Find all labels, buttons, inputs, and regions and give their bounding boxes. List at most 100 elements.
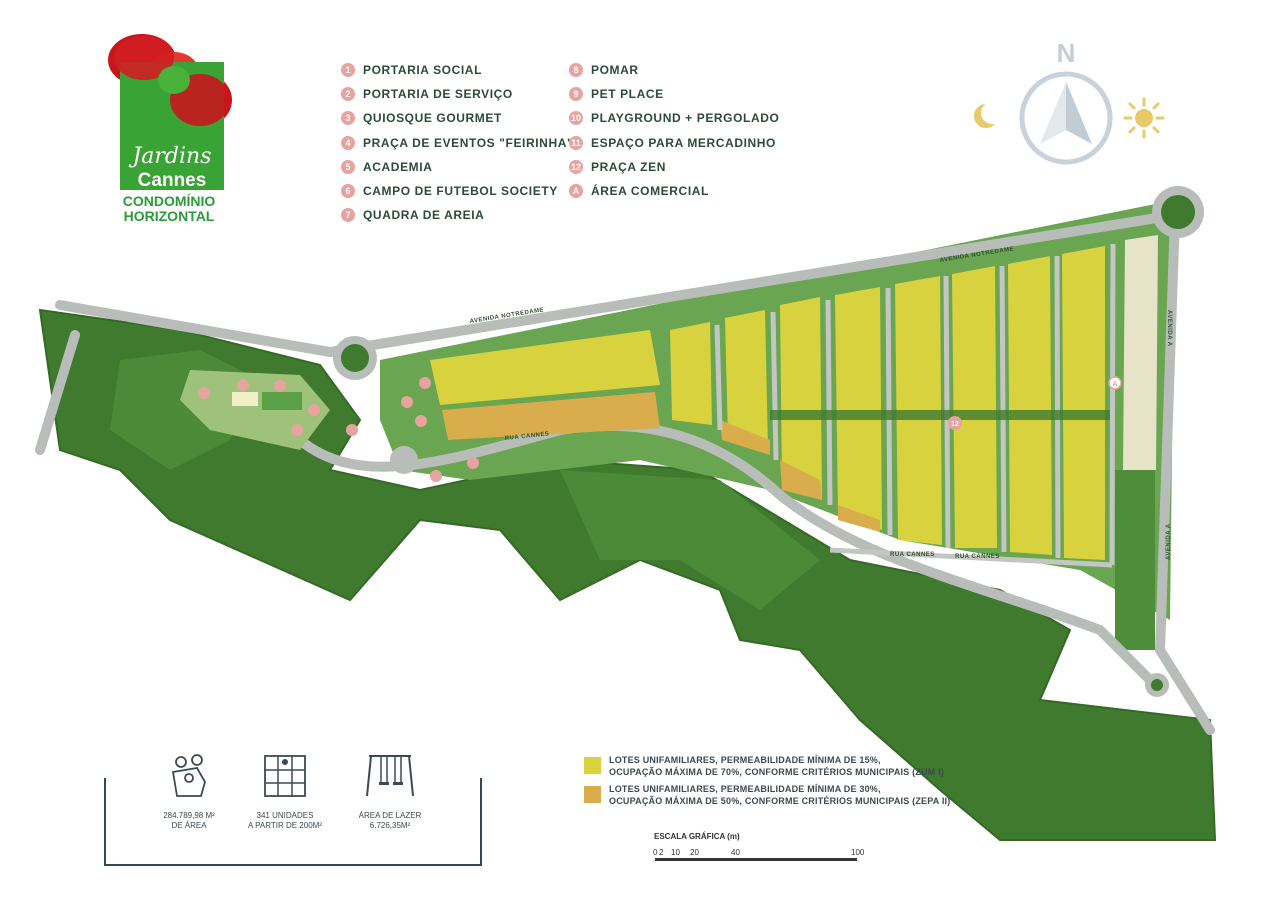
- road-avenida-a: [1154, 210, 1215, 735]
- legend-marker: 8: [569, 63, 583, 78]
- map-marker: [419, 377, 431, 389]
- legend-marker: 7: [341, 208, 355, 223]
- legend-label: ESPAÇO PARA MERCADINHO: [591, 135, 776, 150]
- map-marker: [948, 416, 962, 430]
- roundabout: [1151, 679, 1163, 691]
- legend-marker: 12: [569, 159, 583, 174]
- map-marker: [274, 380, 286, 392]
- lot-block: [670, 322, 712, 425]
- scale-tick: 100: [851, 848, 865, 857]
- street-label-rua-cannes: RUA CANNES: [890, 552, 935, 558]
- lot-block: [952, 266, 997, 548]
- flower-overlay-icon: [114, 36, 230, 126]
- stat-area-value: 284.789,98 M²: [163, 811, 215, 820]
- road-avenida-notredame: [55, 210, 1180, 358]
- map-marker: [467, 457, 479, 469]
- inner-street: [999, 265, 1007, 553]
- map-marker: [415, 415, 427, 427]
- scale-tick: 2: [659, 848, 664, 857]
- scale-title: ESCALA GRÁFICA (m): [654, 832, 740, 841]
- lot-block: [720, 420, 770, 455]
- inner-street: [1054, 255, 1061, 559]
- logo: Jardins Cannes CONDOMÍNIO HORIZONTAL: [104, 30, 234, 230]
- logo-name: Cannes: [137, 170, 207, 191]
- scale-tick: 20: [690, 848, 699, 857]
- logo-subtitle-line1: CONDOMÍNIO: [122, 193, 216, 209]
- site-plan-map: 12 A AVENIDA NOTREDAME AVENIDA NOTREDAME…: [35, 186, 1217, 841]
- stat-leisure-value: 6.726,35M²: [369, 821, 411, 830]
- lot-block: [430, 330, 660, 405]
- stat-units-value: 341 UNIDADES: [256, 811, 314, 820]
- sun-icon: [1122, 96, 1166, 145]
- inner-street: [829, 547, 1113, 568]
- logo-subtitle-line2: HORIZONTAL: [123, 208, 215, 224]
- stat-leisure-caption: ÁREA DE LAZER: [358, 811, 422, 820]
- legend-item: 12 PRAÇA ZEN: [569, 155, 779, 179]
- inner-street: [770, 311, 779, 461]
- legend-item: 6 CAMPO DE FUTEBOL SOCIETY: [341, 179, 573, 203]
- lot-block: [1062, 246, 1105, 560]
- legend-marker: 6: [341, 184, 355, 199]
- street-label-avenida-a: AVENIDA A: [1166, 523, 1172, 560]
- map-marker: [401, 396, 413, 408]
- lot-block: [838, 505, 880, 532]
- street-label-rua-cannes: RUA CANNES: [955, 554, 1000, 560]
- legend-label: PORTARIA SOCIAL: [363, 63, 482, 78]
- map-marker: [198, 387, 210, 399]
- legend-marker: 1: [341, 63, 355, 78]
- roundabout: [390, 446, 418, 474]
- inner-street: [714, 324, 723, 431]
- forest-area: [38, 308, 1217, 841]
- stat-units-caption: A PARTIR DE 200M²: [248, 821, 322, 830]
- street-label-rua-cannes: RUA CANNES: [505, 431, 550, 442]
- map-marker: [346, 424, 358, 436]
- lot-block: [1008, 256, 1052, 555]
- zone-legend-zum: LOTES UNIFAMILIARES, PERMEABILIDADE MÍNI…: [584, 754, 944, 778]
- legend-marker: 4: [341, 135, 355, 150]
- sports-court: [232, 392, 258, 406]
- lot-block: [780, 297, 822, 500]
- map-pin-icon: [171, 754, 206, 797]
- stat-area-text: 284.789,98 M² DE ÁREA: [144, 811, 234, 831]
- legend-label: ACADEMIA: [363, 159, 433, 174]
- map-marker: [308, 404, 320, 416]
- scale-tick: 40: [731, 848, 740, 857]
- lot-block: [1123, 235, 1158, 470]
- lot-block: [442, 392, 660, 440]
- roundabout: [341, 344, 369, 372]
- legend-label: PRAÇA ZEN: [591, 159, 666, 174]
- compass: N: [1018, 38, 1114, 168]
- legend-label: QUADRA DE AREIA: [363, 208, 485, 223]
- forest-area: [560, 470, 820, 610]
- area-comercial-marker-label: A: [1112, 381, 1117, 388]
- zone-text-line2: OCUPAÇÃO MÁXIMA DE 70%, CONFORME CRITÉRI…: [609, 767, 945, 777]
- inner-street: [1109, 243, 1116, 566]
- scale-tick: 10: [671, 848, 680, 857]
- road-west-link: [35, 330, 80, 455]
- zone-legend-zepa: LOTES UNIFAMILIARES, PERMEABILIDADE MÍNI…: [584, 783, 950, 807]
- zone-text-line1: LOTES UNIFAMILIARES, PERMEABILIDADE MÍNI…: [609, 755, 881, 765]
- compass-rose-icon: [1019, 71, 1113, 165]
- map-markers: 12 A: [198, 376, 1122, 482]
- legend-label: QUIOSQUE GOURMET: [363, 111, 502, 126]
- legend-marker: A: [569, 184, 583, 199]
- legend-marker: 10: [569, 111, 583, 126]
- lot-block: [835, 287, 882, 530]
- scale-bar: [655, 858, 857, 861]
- inner-streets: [714, 243, 1116, 568]
- soccer-field: [262, 392, 302, 410]
- map-marker: [430, 470, 442, 482]
- legend-label: PORTARIA DE SERVIÇO: [363, 87, 513, 102]
- inner-street: [825, 299, 833, 506]
- zone-swatch-yellow: [584, 757, 601, 774]
- zone-text: LOTES UNIFAMILIARES, PERMEABILIDADE MÍNI…: [609, 783, 950, 807]
- legend-label: CAMPO DE FUTEBOL SOCIETY: [363, 184, 558, 199]
